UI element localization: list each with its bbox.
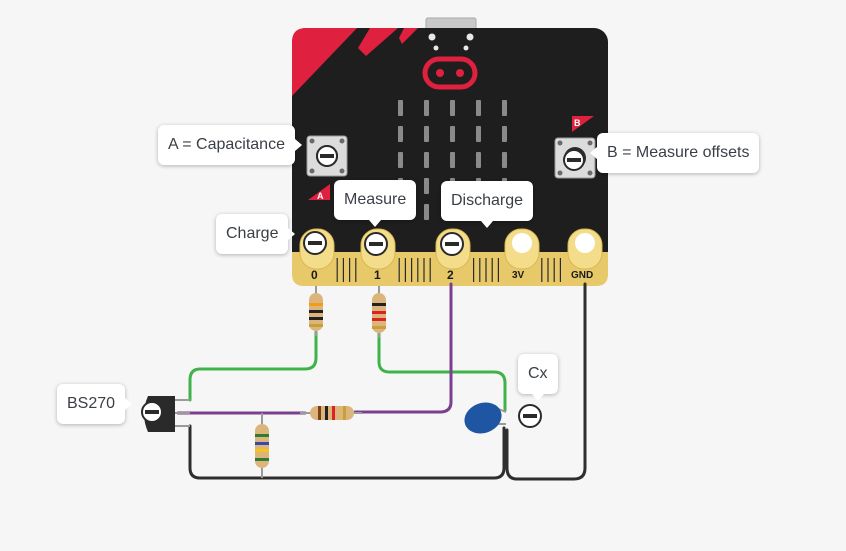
button-b-marker xyxy=(572,116,594,132)
indicator-dot xyxy=(433,45,439,51)
led xyxy=(450,100,455,116)
pin-pad-0[interactable] xyxy=(299,228,335,270)
led xyxy=(424,126,429,142)
led xyxy=(398,126,403,142)
wire-pin1-to-capacitor[interactable] xyxy=(377,332,507,412)
pin-pad-1[interactable] xyxy=(360,228,396,270)
indicator-dot-2 xyxy=(463,45,469,51)
button-b-marker-letter: B xyxy=(574,118,581,128)
board-corner-graphic xyxy=(292,28,357,96)
led xyxy=(476,126,481,142)
callout-measure[interactable]: Measure xyxy=(334,180,417,227)
button-a[interactable] xyxy=(306,135,348,177)
callout-button-a[interactable]: A = Capacitance xyxy=(158,125,302,165)
pin-label-gnd: GND xyxy=(571,270,593,281)
pin-pad-2[interactable] xyxy=(435,228,471,270)
callout-charge[interactable]: Charge xyxy=(216,214,297,254)
led xyxy=(502,126,507,142)
edge-teeth xyxy=(336,258,562,282)
wire-mosfet-ground[interactable] xyxy=(188,424,506,480)
pin-pad-3v[interactable] xyxy=(504,228,540,270)
led xyxy=(424,152,429,168)
wire-pin0-to-mosfet[interactable] xyxy=(188,330,318,402)
led xyxy=(450,152,455,168)
led xyxy=(450,126,455,142)
microbit-logo xyxy=(422,56,478,90)
led xyxy=(398,100,403,116)
led xyxy=(476,152,481,168)
resistor-r4[interactable] xyxy=(255,413,269,478)
led xyxy=(424,178,429,194)
pin-pad-gnd[interactable] xyxy=(567,228,603,270)
wire-pin2-discharge[interactable] xyxy=(353,282,453,414)
capacitor-cx[interactable] xyxy=(460,397,542,438)
board-stripe-2 xyxy=(399,28,418,44)
button-b[interactable] xyxy=(554,137,596,179)
led xyxy=(398,152,403,168)
pin-label-3v: 3V xyxy=(512,270,525,281)
pin-label-1: 1 xyxy=(374,268,381,282)
logo-eye-left xyxy=(436,69,444,77)
button-a-marker xyxy=(308,184,330,200)
callout-capacitor[interactable]: Cx xyxy=(518,354,558,401)
resistor-r3[interactable] xyxy=(300,406,362,420)
led xyxy=(424,100,429,116)
callout-discharge[interactable]: Discharge xyxy=(441,181,534,228)
led xyxy=(424,204,429,220)
mount-hole-left xyxy=(428,33,436,41)
pin-label-2: 2 xyxy=(447,268,454,282)
callout-mosfet[interactable]: BS270 xyxy=(57,384,133,424)
wire-gnd-return[interactable] xyxy=(505,282,587,481)
led xyxy=(476,100,481,116)
mosfet-bs270[interactable] xyxy=(141,396,190,432)
button-a-marker-letter: A xyxy=(317,191,324,201)
microbit-board[interactable]: A B xyxy=(292,28,608,286)
resistor-r2[interactable] xyxy=(372,286,386,338)
resistor-r1[interactable] xyxy=(309,286,323,336)
board-stripe-1 xyxy=(358,28,398,56)
led xyxy=(502,152,507,168)
pin-label-0: 0 xyxy=(311,268,318,282)
led xyxy=(502,100,507,116)
mount-hole-right xyxy=(466,33,474,41)
logo-eye-right xyxy=(456,69,464,77)
callout-button-b[interactable]: B = Measure offsets xyxy=(589,133,760,173)
